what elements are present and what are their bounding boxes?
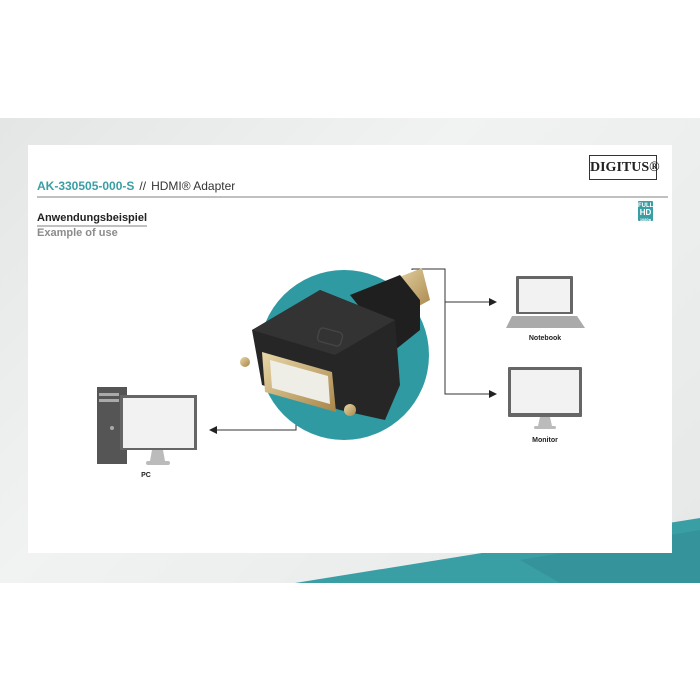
- monitor-label: Monitor: [532, 437, 558, 444]
- title-separator: //: [139, 179, 147, 193]
- section-title-en: Example of use: [37, 227, 118, 239]
- product-name: HDMI® Adapter: [151, 179, 236, 193]
- badge-line1: FULL: [638, 203, 654, 209]
- product-code: AK-330505-000-S: [37, 179, 135, 193]
- notebook-label: Notebook: [528, 335, 562, 342]
- full-hd-badge: FULL HD 1080p: [638, 201, 654, 222]
- digitus-logo: DIGITUS®: [589, 155, 660, 180]
- pc-icon: [97, 387, 197, 465]
- monitor-icon: [508, 367, 582, 429]
- badge-line2: HD: [639, 208, 652, 217]
- page-title: AK-330505-000-S // HDMI® Adapter: [37, 179, 235, 193]
- divider: [37, 196, 668, 198]
- notebook-icon: [506, 276, 585, 328]
- adapter-image: [240, 268, 430, 420]
- badge-line3: 1080p: [639, 217, 652, 222]
- section-title-de: Anwendungsbeispiel: [37, 212, 148, 227]
- pc-label: PC: [141, 472, 151, 479]
